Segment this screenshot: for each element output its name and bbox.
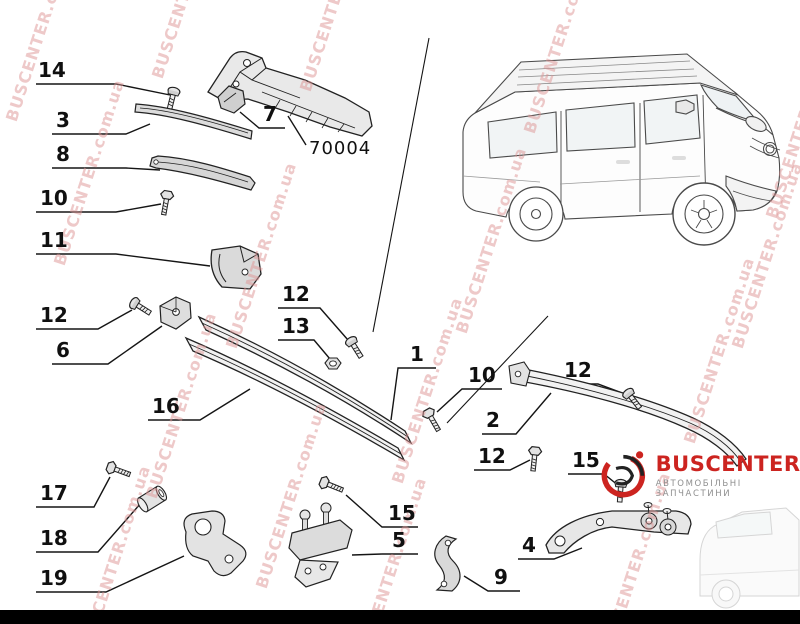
leader-line-18 <box>36 502 142 553</box>
leader-line-5 <box>351 553 418 556</box>
callout-16: 16 <box>152 394 180 418</box>
callout-12-right-low: 12 <box>478 444 506 468</box>
callout-3: 3 <box>56 108 70 132</box>
brand-logo: BUSCENTER АВТОМОБІЛЬНІ ЗАПЧАСТИНИ <box>598 442 800 504</box>
leader-line-12-left <box>36 309 133 330</box>
callout-14: 14 <box>38 58 66 82</box>
leader-line-8 <box>52 167 161 171</box>
callout-17: 17 <box>40 481 68 505</box>
leader-line-12-right-low <box>474 459 531 471</box>
part-rail-1 <box>197 315 413 445</box>
brand-text-block: BUSCENTER АВТОМОБІЛЬНІ ЗАПЧАСТИНИ <box>656 442 800 499</box>
callout-15-right: 15 <box>572 448 600 472</box>
brand-tagline: АВТОМОБІЛЬНІ ЗАПЧАСТИНИ <box>655 479 742 499</box>
page-footer-bar <box>0 610 800 624</box>
leader-line-2 <box>482 392 552 435</box>
leader-line-6 <box>52 325 163 365</box>
part-strip-8 <box>149 155 256 191</box>
callout-2: 2 <box>486 408 500 432</box>
leader-line-17 <box>36 476 111 508</box>
part-bushing-18 <box>136 485 168 513</box>
callout-7: 7 <box>263 102 277 126</box>
callout-10-right: 10 <box>468 363 496 387</box>
callout-19: 19 <box>40 566 68 590</box>
part-rail-2 <box>508 361 747 467</box>
leader-line-1 <box>390 367 436 421</box>
callout-9: 9 <box>494 565 508 589</box>
leader-line-14 <box>36 83 171 96</box>
part-bracket-19 <box>183 510 247 577</box>
leader-line-13 <box>278 339 331 360</box>
part-bolt-10-left <box>156 189 175 217</box>
buscenter-logo-icon <box>601 451 646 498</box>
callout-12-right-top: 12 <box>564 358 592 382</box>
part-bolt-15-center <box>317 474 346 497</box>
callout-70004: 70004 <box>309 138 372 159</box>
callout-12-left: 12 <box>40 303 68 327</box>
part-bracket-9 <box>434 535 461 592</box>
callout-18: 18 <box>40 526 68 550</box>
leader-line-3 <box>52 123 151 135</box>
brand-name: BUSCENTER <box>655 452 800 476</box>
part-clip-7 <box>217 85 246 114</box>
location-line-mid <box>446 315 549 424</box>
leader-line-12-center <box>278 307 349 341</box>
part-bracket-6 <box>159 296 192 330</box>
part-clip-11 <box>210 245 262 290</box>
callout-8: 8 <box>56 142 70 166</box>
part-bracket-70004 <box>207 50 373 137</box>
part-bolt-12-right-low <box>525 445 543 473</box>
leader-line-10-left <box>36 203 162 213</box>
callout-13: 13 <box>282 314 310 338</box>
part-nut-13 <box>324 357 342 370</box>
callout-1: 1 <box>410 342 424 366</box>
part-bolt-10-right <box>420 405 445 435</box>
leader-line-10-right <box>436 388 502 413</box>
part-strip-3 <box>134 103 253 140</box>
callout-4: 4 <box>522 533 536 557</box>
part-bracket-4 <box>545 502 692 554</box>
leader-line-70004 <box>287 115 307 146</box>
callout-11: 11 <box>40 228 68 252</box>
part-screw-14 <box>162 85 182 112</box>
part-roller-bracket-5 <box>288 502 353 588</box>
leader-line-15-center <box>345 494 418 528</box>
faded-van-image <box>699 507 800 609</box>
leader-line-16 <box>148 388 251 421</box>
callout-5: 5 <box>392 528 406 552</box>
location-line-top <box>372 37 430 333</box>
callout-6: 6 <box>56 338 70 362</box>
leader-line-11 <box>36 253 211 267</box>
callout-10-left: 10 <box>40 186 68 210</box>
part-rail-16 <box>184 336 406 462</box>
van-illustration <box>462 53 781 246</box>
leader-line-19 <box>36 555 185 593</box>
part-screw-12-center <box>343 334 367 361</box>
callout-12-center: 12 <box>282 282 310 306</box>
leader-line-9 <box>463 575 520 592</box>
callout-15-center: 15 <box>388 501 416 525</box>
leader-line-7 <box>239 111 285 129</box>
part-screw-12-left <box>127 295 154 319</box>
leader-line-4 <box>518 547 583 560</box>
